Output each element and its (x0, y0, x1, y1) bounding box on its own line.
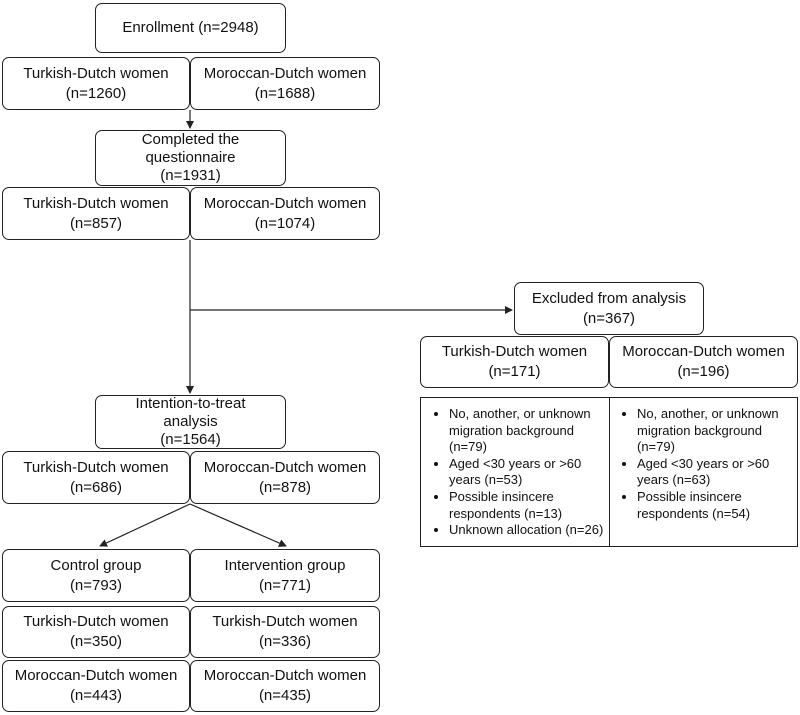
turkish-count: (n=857) (69, 214, 123, 232)
intervention-count: (n=771) (258, 576, 312, 594)
itt-line2: analysis (163, 413, 218, 430)
completed-moroccan-box: Moroccan-Dutch women (n=1074) (190, 187, 380, 240)
turkish-count: (n=686) (69, 478, 123, 496)
moroccan-label: Moroccan-Dutch women (14, 667, 178, 684)
intervention-group-box: Intervention group (n=771) (190, 549, 380, 602)
reason-item: Unknown allocation (n=26) (449, 522, 605, 539)
enrollment-title: Enrollment (n=2948) (122, 19, 259, 36)
column-divider (609, 398, 610, 546)
reason-item: Aged <30 years or >60 years (n=63) (637, 456, 793, 489)
itt-count: (n=1564) (160, 431, 221, 448)
turkish-label: Turkish-Dutch women (441, 343, 588, 360)
enrollment-moroccan-box: Moroccan-Dutch women (n=1688) (190, 57, 380, 110)
excluded-moroccan-box: Moroccan-Dutch women (n=196) (609, 336, 798, 388)
turkish-count: (n=1260) (65, 84, 127, 102)
reason-item: No, another, or unknown migration backgr… (637, 406, 793, 456)
turkish-label: Turkish-Dutch women (23, 458, 169, 476)
excluded-box: Excluded from analysis (n=367) (514, 282, 704, 335)
moroccan-label: Moroccan-Dutch women (203, 458, 367, 476)
completed-count: (n=1931) (160, 167, 221, 184)
control-turkish-box: Turkish-Dutch women (n=350) (2, 606, 190, 658)
itt-turkish-box: Turkish-Dutch women (n=686) (2, 451, 190, 504)
intervention-title: Intervention group (224, 556, 346, 574)
intervention-turkish-box: Turkish-Dutch women (n=336) (190, 606, 380, 658)
turkish-label: Turkish-Dutch women (23, 613, 169, 630)
moroccan-count: (n=878) (258, 478, 312, 496)
moroccan-count: (n=1074) (254, 214, 316, 232)
enrollment-turkish-box: Turkish-Dutch women (n=1260) (2, 57, 190, 110)
turkish-label: Turkish-Dutch women (23, 194, 169, 212)
control-count: (n=793) (69, 576, 123, 594)
moroccan-label: Moroccan-Dutch women (203, 667, 367, 684)
turkish-label: Turkish-Dutch women (212, 613, 358, 630)
moroccan-label: Moroccan-Dutch women (203, 194, 367, 212)
turkish-reason-list: No, another, or unknown migration backgr… (429, 406, 605, 539)
moroccan-count: (n=435) (258, 687, 312, 704)
turkish-exclusion-reasons: No, another, or unknown migration backgr… (421, 398, 609, 546)
reason-item: Possible insincere respondents (n=13) (449, 489, 605, 522)
reason-item: Aged <30 years or >60 years (n=53) (449, 456, 605, 489)
excluded-count: (n=367) (582, 309, 636, 327)
moroccan-count: (n=196) (677, 363, 730, 380)
arrow-to-intervention (189, 503, 287, 547)
reason-item: Possible insincere respondents (n=54) (637, 489, 793, 522)
completed-turkish-box: Turkish-Dutch women (n=857) (2, 187, 190, 240)
moroccan-exclusion-reasons: No, another, or unknown migration backgr… (609, 398, 797, 546)
reason-item: No, another, or unknown migration backgr… (449, 406, 605, 456)
turkish-count: (n=350) (69, 633, 123, 650)
completed-line1: Completed the (141, 131, 240, 148)
moroccan-label: Moroccan-Dutch women (622, 343, 785, 360)
itt-box: Intention-to-treat analysis (n=1564) (95, 395, 286, 449)
moroccan-reason-list: No, another, or unknown migration backgr… (617, 406, 793, 522)
moroccan-count: (n=1688) (254, 84, 316, 102)
turkish-count: (n=336) (258, 633, 312, 650)
enrollment-box: Enrollment (n=2948) (95, 3, 286, 53)
moroccan-count: (n=443) (69, 687, 123, 704)
arrow-to-control (99, 503, 191, 547)
itt-moroccan-box: Moroccan-Dutch women (n=878) (190, 451, 380, 504)
control-title: Control group (50, 556, 142, 574)
itt-line1: Intention-to-treat (135, 395, 246, 412)
moroccan-label: Moroccan-Dutch women (203, 64, 367, 82)
excluded-title: Excluded from analysis (531, 289, 687, 307)
intervention-moroccan-box: Moroccan-Dutch women (n=435) (190, 660, 380, 712)
exclusion-reasons-table: No, another, or unknown migration backgr… (420, 397, 798, 547)
control-moroccan-box: Moroccan-Dutch women (n=443) (2, 660, 190, 712)
control-group-box: Control group (n=793) (2, 549, 190, 602)
completed-line2: questionnaire (145, 149, 236, 166)
completed-box: Completed the questionnaire (n=1931) (95, 130, 286, 186)
excluded-turkish-box: Turkish-Dutch women (n=171) (420, 336, 609, 388)
turkish-label: Turkish-Dutch women (23, 64, 169, 82)
turkish-count: (n=171) (488, 363, 541, 380)
